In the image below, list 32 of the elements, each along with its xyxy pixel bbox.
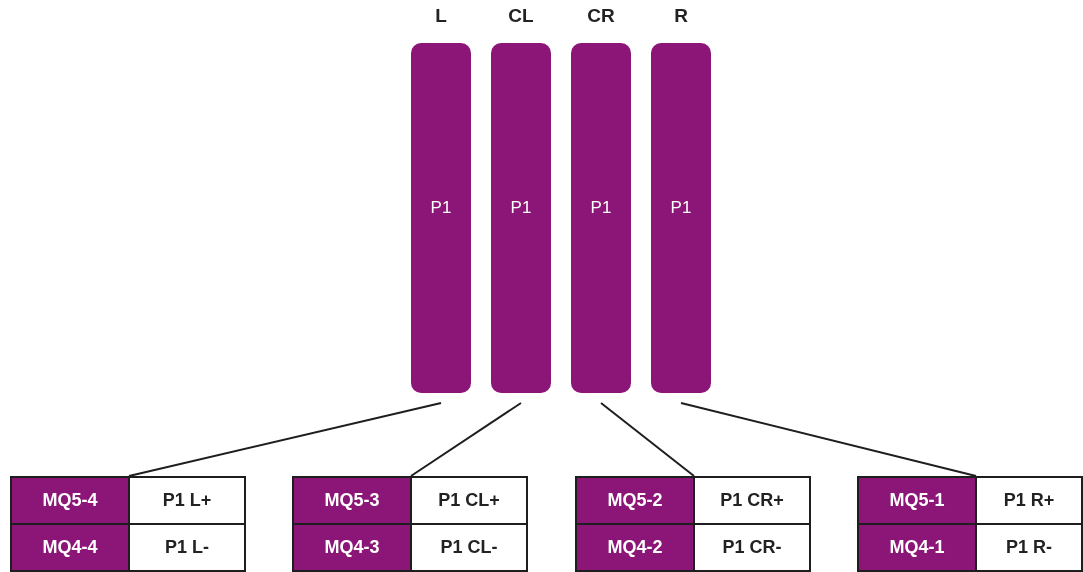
channel-bar: P1 (411, 43, 471, 393)
channel-code-cell: MQ4-1 (859, 525, 975, 570)
channel-code-cell: MQ5-3 (294, 478, 410, 523)
channel-bar: P1 (651, 43, 711, 393)
pin-name-cell: P1 CL- (412, 525, 526, 570)
channel-code-cell: MQ4-3 (294, 525, 410, 570)
channel-code-cell: MQ5-1 (859, 478, 975, 523)
pin-name-cell: P1 L+ (130, 478, 244, 523)
channel-heading: L (435, 6, 447, 28)
channel-heading: R (674, 6, 688, 28)
pin-name-cell: P1 L- (130, 525, 244, 570)
pin-table (575, 476, 811, 572)
channel-bar: P1 (571, 43, 631, 393)
channel-heading: CR (587, 6, 615, 28)
pin-name-cell: P1 CR+ (695, 478, 809, 523)
pin-name-cell: P1 R- (977, 525, 1081, 570)
pin-table (10, 476, 246, 572)
channel-code-cell: MQ4-2 (577, 525, 693, 570)
channel-code-cell: MQ5-2 (577, 478, 693, 523)
channel-code-cell: MQ5-4 (12, 478, 128, 523)
pin-name-cell: P1 R+ (977, 478, 1081, 523)
channel-code-cell: MQ4-4 (12, 525, 128, 570)
pin-name-cell: P1 CR- (695, 525, 809, 570)
pin-name-cell: P1 CL+ (412, 478, 526, 523)
channel-heading: CL (508, 6, 534, 28)
connector-line (680, 402, 977, 477)
pin-table (857, 476, 1083, 572)
connector-line (600, 402, 695, 477)
connector-line (128, 402, 442, 477)
channel-bar: P1 (491, 43, 551, 393)
connector-line (410, 402, 522, 477)
pin-table (292, 476, 528, 572)
